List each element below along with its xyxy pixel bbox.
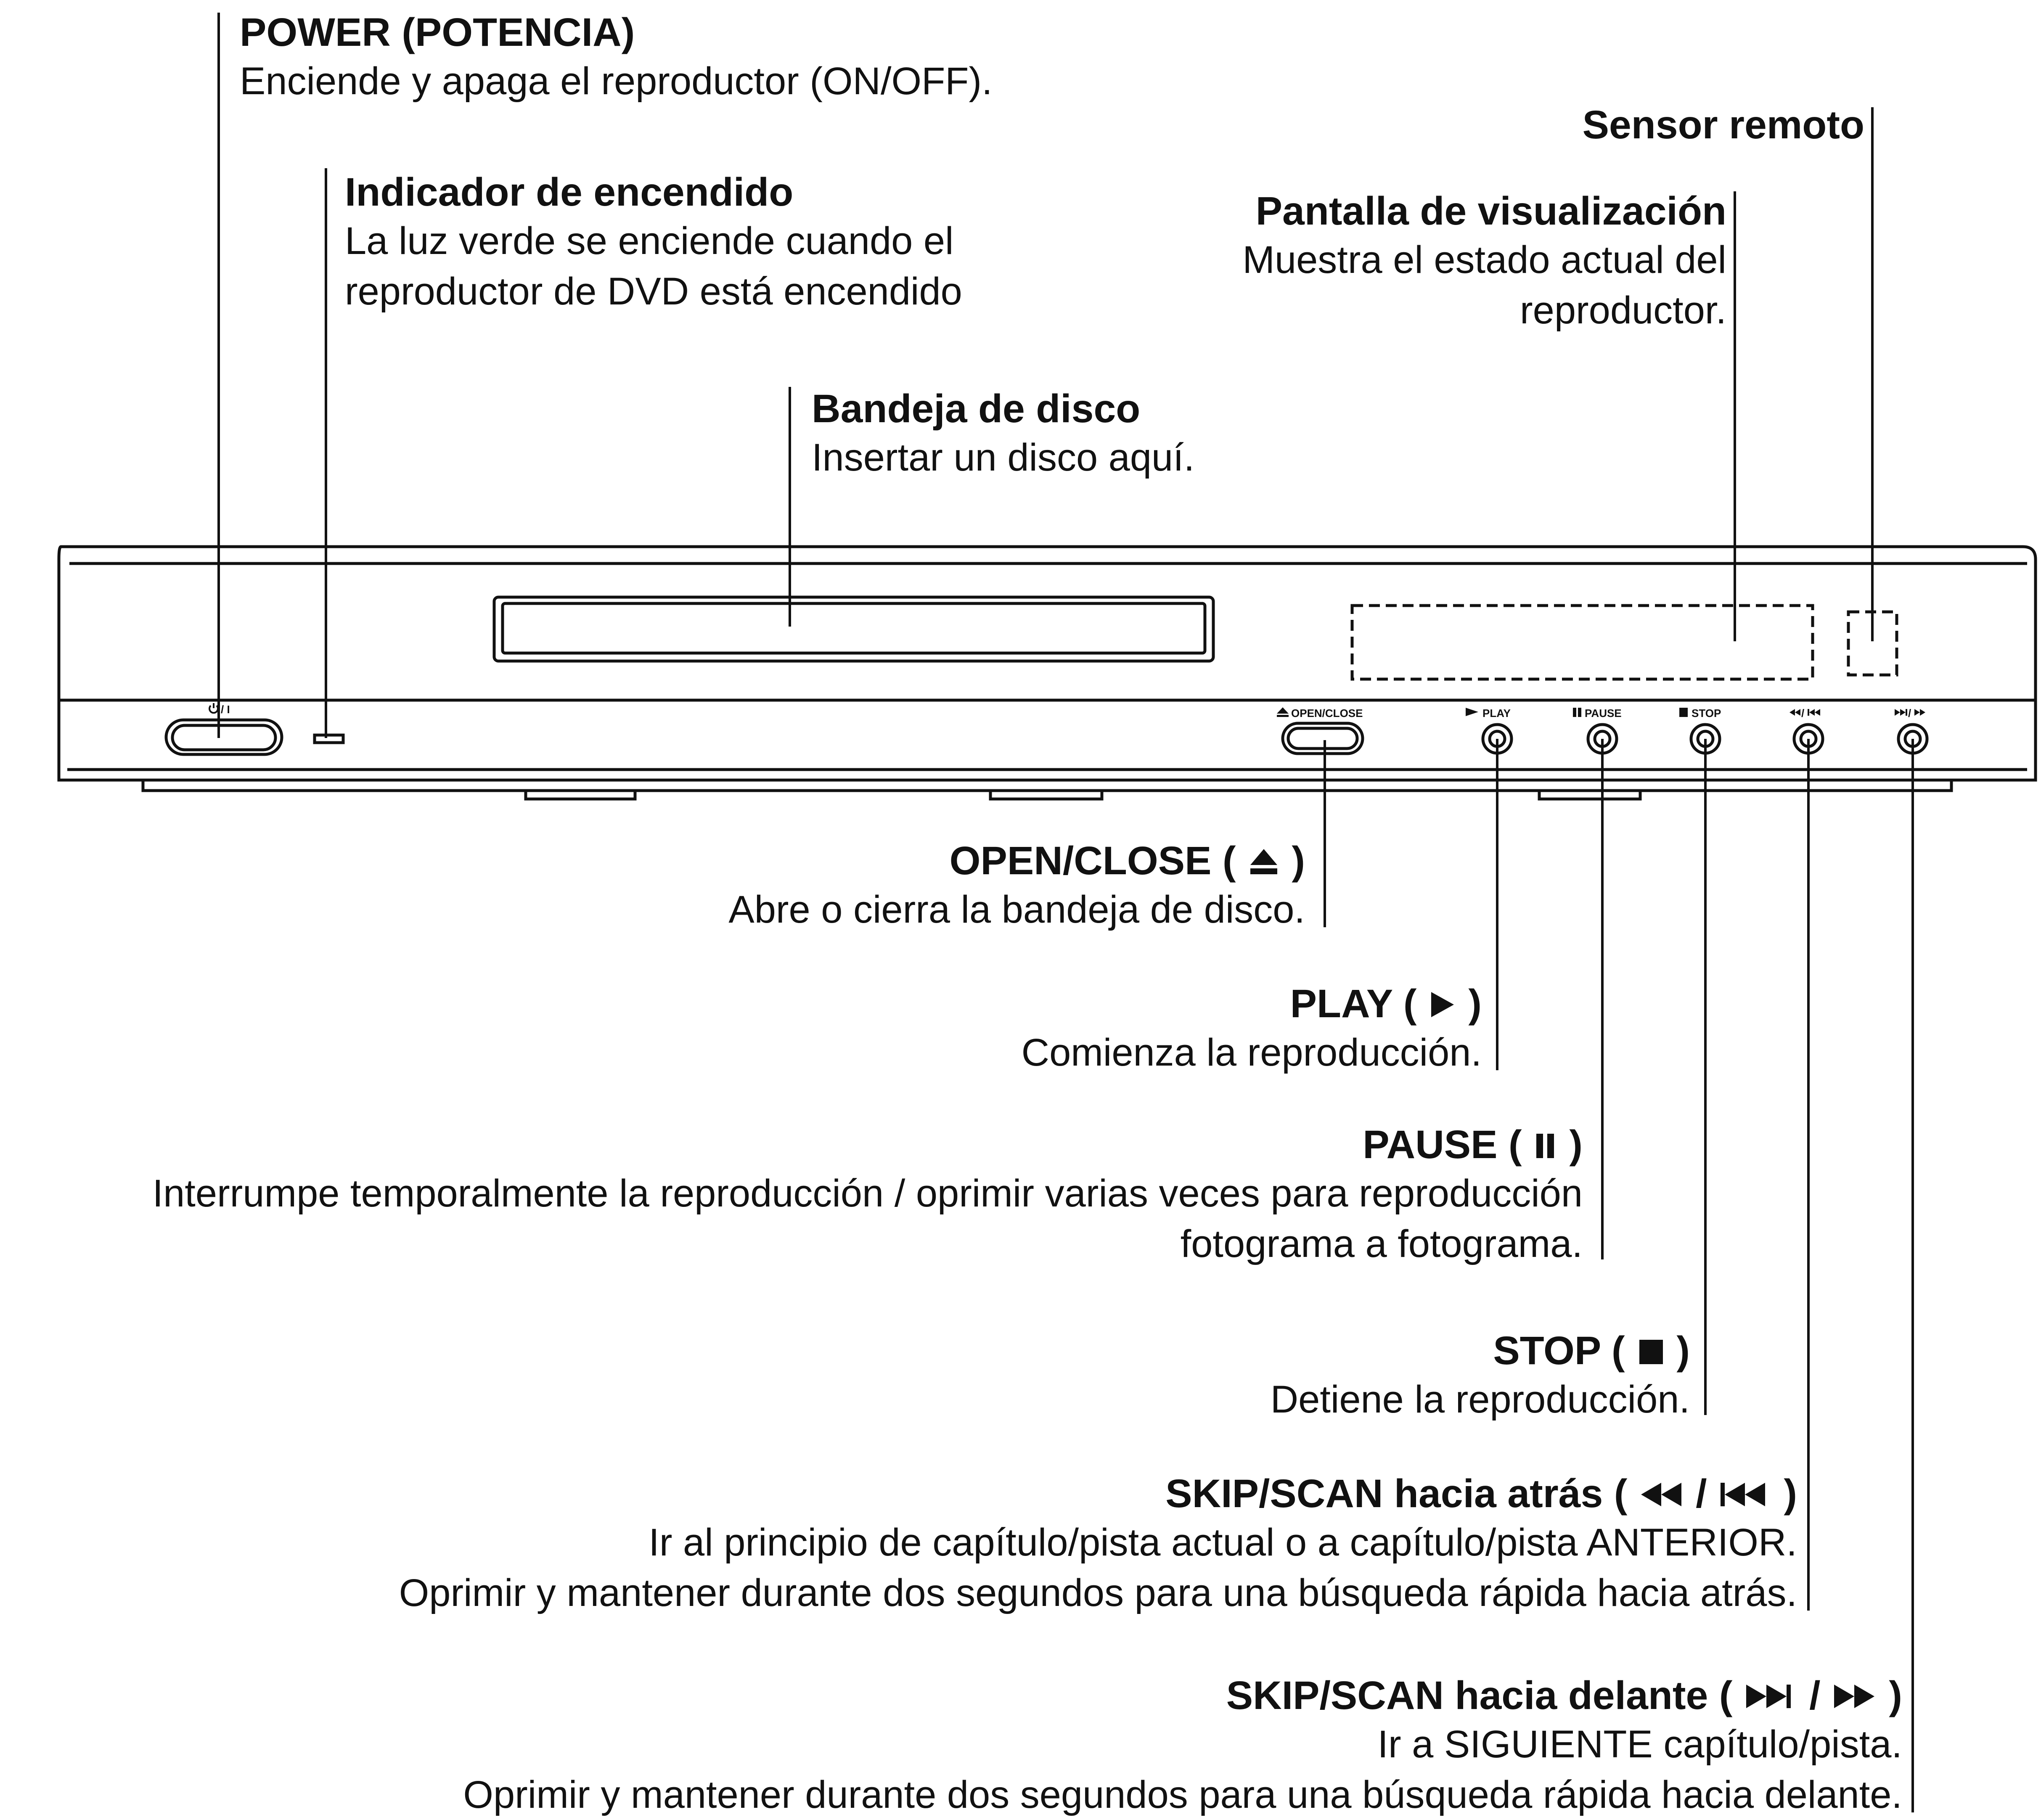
skip-forward-device-label: / — [1895, 707, 1925, 720]
tray-callout: Bandeja de disco Insertar un disco aquí. — [812, 385, 1194, 483]
open-close-callout: OPEN/CLOSE ( ) Abre o cierra la bandeja … — [728, 837, 1305, 935]
skip-forward-title-post: ) — [1877, 1673, 1902, 1718]
stop-icon — [1639, 1340, 1663, 1364]
display-window — [1350, 604, 1814, 681]
display-desc-line-2: reproductor. — [1520, 288, 1726, 332]
power-device-text: / I — [221, 703, 230, 716]
pause-device-text: PAUSE — [1585, 707, 1622, 720]
tray-desc: Insertar un disco aquí. — [812, 436, 1195, 479]
pause-callout: PAUSE ( ) Interrumpe temporalmente la re… — [153, 1121, 1583, 1269]
sensor-callout: Sensor remoto — [1583, 101, 1864, 149]
stop-icon — [1679, 708, 1688, 717]
play-icon — [1466, 708, 1478, 716]
skip-back-callout: SKIP/SCAN hacia atrás ( / ) Ir al princi… — [399, 1470, 1797, 1618]
display-title: Pantalla de visualización — [1255, 189, 1726, 233]
fast-forward-icon — [1914, 709, 1925, 716]
stop-device-label: STOP — [1679, 707, 1721, 720]
power-callout: POWER (POTENCIA) Enciende y apaga el rep… — [240, 8, 993, 107]
eject-icon — [1277, 707, 1289, 717]
stop-title-post: ) — [1665, 1328, 1690, 1373]
fast-forward-icon — [1834, 1685, 1874, 1708]
skip-forward-callout: SKIP/SCAN hacia delante ( / ) Ir a SIGUI… — [463, 1672, 1902, 1820]
skip-previous-icon — [1720, 1483, 1765, 1506]
open-close-title-pre: OPEN/CLOSE ( — [949, 839, 1247, 883]
sensor-title: Sensor remoto — [1582, 103, 1864, 147]
disc-tray-inner — [501, 602, 1207, 655]
pause-device-label: PAUSE — [1573, 707, 1622, 720]
display-callout: Pantalla de visualización Muestra el est… — [1242, 187, 1726, 336]
skip-back-desc-line-2: Oprimir y mantener durante dos segundos … — [399, 1571, 1797, 1614]
pause-icon — [1536, 1134, 1554, 1158]
indicator-desc-line-1: La luz verde se enciende cuando el — [345, 220, 954, 262]
disc-tray — [492, 595, 1215, 663]
play-title-pre: PLAY ( — [1290, 981, 1428, 1026]
power-button — [164, 718, 283, 756]
power-desc: Enciende y apaga el reproductor (ON/OFF)… — [240, 60, 993, 103]
skip-back-device-label: / — [1790, 707, 1820, 720]
skip-back-desc-line-1: Ir al principio de capítulo/pista actual… — [649, 1521, 1797, 1564]
skip-back-title: SKIP/SCAN hacia atrás ( / ) — [399, 1470, 1797, 1518]
power-indicator-led — [313, 733, 345, 744]
skip-forward-desc-line-1: Ir a SIGUIENTE capítulo/pista. — [1377, 1723, 1902, 1766]
indicator-callout: Indicador de encendido La luz verde se e… — [345, 168, 962, 317]
skip-back-title-sep: / — [1684, 1471, 1718, 1516]
play-callout: PLAY ( ) Comienza la reproducción. — [1022, 980, 1482, 1078]
pause-desc-line-1: Interrumpe temporalmente la reproducción… — [152, 1172, 1583, 1215]
pause-title: PAUSE ( ) — [153, 1121, 1583, 1169]
skip-back-title-post: ) — [1772, 1471, 1797, 1516]
open-close-title-post: ) — [1280, 839, 1305, 883]
play-title: PLAY ( ) — [1022, 980, 1482, 1028]
open-close-button — [1281, 722, 1364, 755]
skip-forward-desc-line-2: Oprimir y mantener durante dos segundos … — [463, 1773, 1902, 1816]
pause-icon — [1573, 708, 1581, 717]
stop-title: STOP ( ) — [1271, 1327, 1690, 1375]
power-icon — [209, 703, 219, 714]
play-icon — [1431, 992, 1454, 1017]
player-foot-2 — [989, 791, 1104, 801]
skip-back-title-pre: SKIP/SCAN hacia atrás ( — [1165, 1471, 1639, 1516]
skip-forward-device-sep: / — [1908, 707, 1911, 720]
rewind-icon — [1641, 1483, 1681, 1506]
power-button-inner — [171, 724, 277, 751]
tray-title: Bandeja de disco — [812, 386, 1141, 431]
pause-desc-line-2: fotograma a fotograma. — [1180, 1222, 1583, 1265]
skip-forward-title-sep: / — [1798, 1673, 1832, 1718]
play-device-label: PLAY — [1466, 707, 1511, 720]
player-body — [57, 545, 2037, 782]
rewind-icon — [1790, 709, 1800, 716]
open-close-title: OPEN/CLOSE ( ) — [728, 837, 1305, 885]
indicator-desc-line-2: reproductor de DVD está encendido — [345, 270, 962, 313]
play-title-post: ) — [1457, 981, 1482, 1026]
pause-title-pre: PAUSE ( — [1363, 1122, 1533, 1167]
open-close-button-inner — [1287, 727, 1359, 750]
play-desc: Comienza la reproducción. — [1021, 1031, 1482, 1074]
power-title: POWER (POTENCIA) — [240, 10, 635, 55]
stop-device-text: STOP — [1692, 707, 1721, 720]
skip-previous-icon — [1808, 709, 1820, 716]
skip-forward-title: SKIP/SCAN hacia delante ( / ) — [463, 1672, 1902, 1719]
power-button-label: / I — [209, 703, 230, 716]
open-close-device-text: OPEN/CLOSE — [1291, 707, 1363, 720]
skip-forward-title-pre: SKIP/SCAN hacia delante ( — [1226, 1673, 1744, 1718]
pause-title-post: ) — [1558, 1122, 1583, 1167]
open-close-desc: Abre o cierra la bandeja de disco. — [728, 888, 1305, 931]
stop-desc: Detiene la reproducción. — [1270, 1378, 1690, 1421]
indicator-title: Indicador de encendido — [345, 170, 794, 214]
player-foot-3 — [1538, 791, 1642, 801]
display-desc-line-1: Muestra el estado actual del — [1242, 238, 1726, 281]
skip-back-device-sep: / — [1801, 707, 1804, 720]
open-close-device-label: OPEN/CLOSE — [1277, 707, 1363, 720]
stop-title-pre: STOP ( — [1493, 1328, 1636, 1373]
play-device-text: PLAY — [1482, 707, 1511, 720]
player-base — [141, 780, 1953, 792]
player-foot-1 — [524, 791, 637, 801]
stop-callout: STOP ( ) Detiene la reproducción. — [1271, 1327, 1690, 1425]
skip-next-icon — [1746, 1685, 1791, 1708]
skip-next-icon — [1895, 709, 1907, 716]
eject-icon — [1250, 849, 1277, 874]
